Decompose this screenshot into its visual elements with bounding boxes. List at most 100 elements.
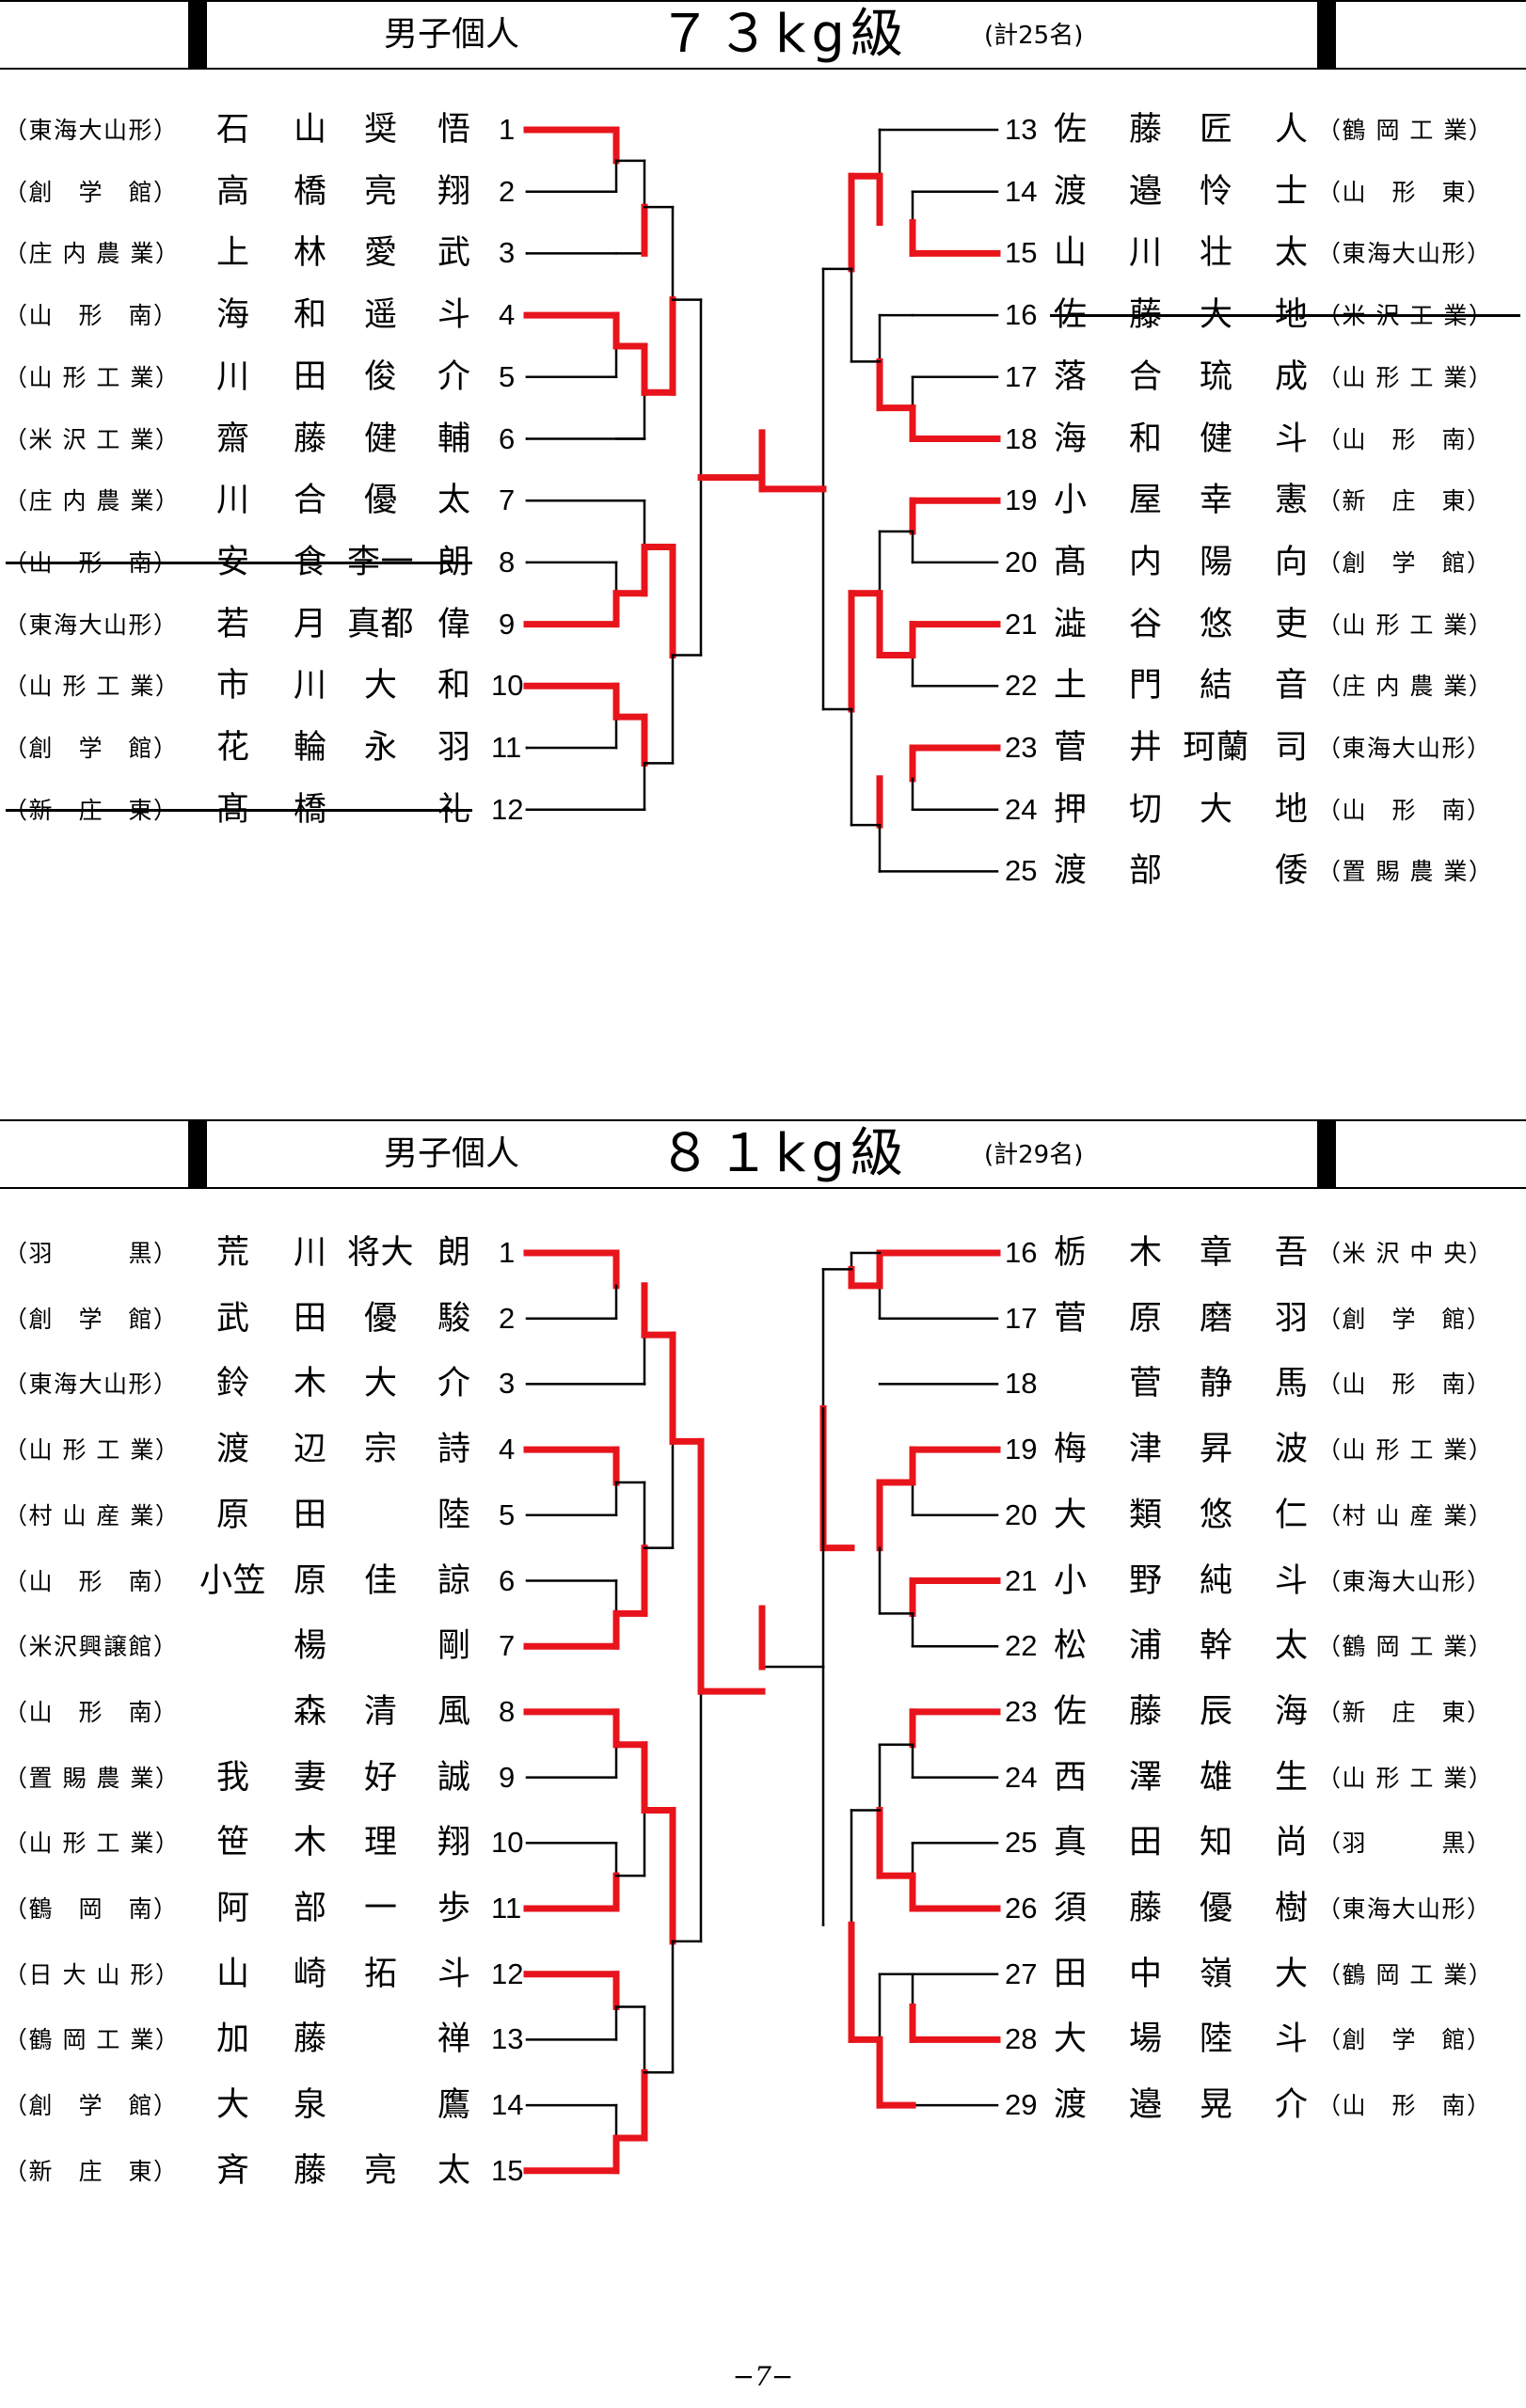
competitor-name-part: 陽 — [1200, 543, 1233, 581]
competitor-name-part: 章 — [1200, 1234, 1233, 1272]
competitor-name-part: 向 — [1275, 543, 1309, 581]
competitor-name-part: 好 — [364, 1758, 398, 1797]
seed-number: 25 — [1005, 1826, 1038, 1860]
withdrawn-strike-line — [6, 561, 472, 564]
seed-number: 16 — [1005, 298, 1038, 332]
competitor-name-part: 亮 — [364, 172, 398, 211]
seed-number: 15 — [491, 2153, 524, 2187]
competitor-name-part: 俊 — [364, 357, 398, 396]
competitor-name-part: 中 — [1129, 1955, 1163, 1993]
competitor-name-part: 太 — [437, 482, 471, 520]
competitor-name-part: 静 — [1200, 1365, 1233, 1403]
school-name: （庄 内 農 業） — [1317, 673, 1494, 701]
seed-number: 29 — [1005, 2088, 1038, 2122]
school-name: （山 形 南） — [1317, 1370, 1492, 1399]
competitor-name-part: 介 — [437, 1365, 471, 1403]
competitor-name-part: 晃 — [1200, 2086, 1233, 2125]
competitor-name-part: 西 — [1054, 1758, 1088, 1797]
seed-number: 21 — [1005, 607, 1038, 641]
entry-count: (計29名) — [984, 1141, 1084, 1169]
school-name: （創 学 館） — [1317, 2026, 1492, 2054]
entry-count: (計25名) — [984, 22, 1084, 50]
competitor-name-part: 匠 — [1200, 111, 1233, 149]
competitor-name-part: 合 — [294, 482, 327, 520]
seed-number: 3 — [499, 1367, 516, 1401]
competitor-name-part: 知 — [1200, 1824, 1233, 1862]
school-name: （置 賜 農 業） — [4, 1764, 181, 1792]
competitor-name-part: 琉 — [1200, 357, 1233, 396]
competitor-name-part: 嶺 — [1200, 1955, 1233, 1993]
competitor-name-part: 齋 — [216, 420, 250, 458]
competitor-name-part: 詩 — [437, 1431, 471, 1469]
competitor-name-part: 輔 — [437, 420, 471, 458]
competitor-name-part: 尚 — [1275, 1824, 1309, 1862]
school-name: （羽 黒） — [4, 1240, 179, 1267]
seed-number: 19 — [1005, 483, 1038, 517]
competitor-name-part: 高 — [216, 172, 250, 211]
competitor-name-part: 偉 — [437, 605, 471, 643]
competitor-name-part: 松 — [1054, 1627, 1088, 1666]
competitor-name-part: 仁 — [1275, 1496, 1309, 1534]
competitor-name-part: 佐 — [1054, 1692, 1088, 1731]
competitor-name-part: 優 — [364, 482, 398, 520]
withdrawn-strike-line — [1050, 314, 1520, 318]
competitor-name-part: 荒 — [216, 1234, 250, 1272]
section-title: 男子個人 — [384, 1134, 520, 1173]
competitor-name-part: 川 — [1129, 234, 1163, 273]
competitor-name-part: 田 — [1129, 1824, 1163, 1862]
school-name: （米 沢 工 業） — [4, 425, 181, 453]
school-name: （創 学 館） — [4, 1305, 179, 1333]
competitor-name-part: 辰 — [1200, 1692, 1233, 1731]
school-name: （山 形 工 業） — [4, 673, 181, 701]
competitor-name-part: 辺 — [294, 1431, 327, 1469]
competitor-name-part: 遥 — [364, 296, 398, 335]
seed-number: 24 — [1005, 1760, 1038, 1794]
competitor-name-part: 場 — [1129, 2020, 1163, 2059]
competitor-name-part: 太 — [1275, 1627, 1309, 1666]
seed-number: 1 — [499, 113, 516, 146]
competitor-name-part: 生 — [1275, 1758, 1309, 1797]
seed-number: 13 — [1005, 113, 1038, 146]
competitor-name-part: 原 — [1129, 1299, 1163, 1338]
school-name: （日 大 山 形） — [4, 1960, 181, 1988]
competitor-name-part: 大 — [1054, 2020, 1088, 2059]
competitor-name-part: 羽 — [437, 729, 471, 767]
competitor-name-part: 真 — [1054, 1824, 1088, 1862]
section-header: 男子個人 ７３kg級 (計25名) — [0, 0, 1526, 70]
competitor-name-part: 崎 — [294, 1955, 327, 1993]
competitor-name-part: 朗 — [437, 1234, 471, 1272]
school-name: （創 学 館） — [4, 178, 179, 206]
competitor-name-part: 山 — [1054, 234, 1088, 273]
seed-number: 9 — [499, 1760, 516, 1794]
competitor-name-part: 菅 — [1129, 1365, 1163, 1403]
seed-number: 2 — [499, 1301, 516, 1335]
school-name: （創 学 館） — [1317, 548, 1492, 577]
competitor-name-part: 部 — [294, 1890, 327, 1927]
competitor-name-part: 和 — [437, 667, 471, 705]
competitor-name-part: 須 — [1054, 1890, 1088, 1927]
competitor-name-part: 渡 — [1054, 2086, 1088, 2125]
competitor-name-part: 壮 — [1200, 234, 1233, 273]
header-bottom-rule — [0, 68, 1526, 70]
seed-number: 20 — [1005, 1497, 1038, 1531]
seed-number: 12 — [491, 1956, 524, 1990]
seed-number: 16 — [1005, 1236, 1038, 1269]
header-top-rule — [0, 0, 1526, 2]
